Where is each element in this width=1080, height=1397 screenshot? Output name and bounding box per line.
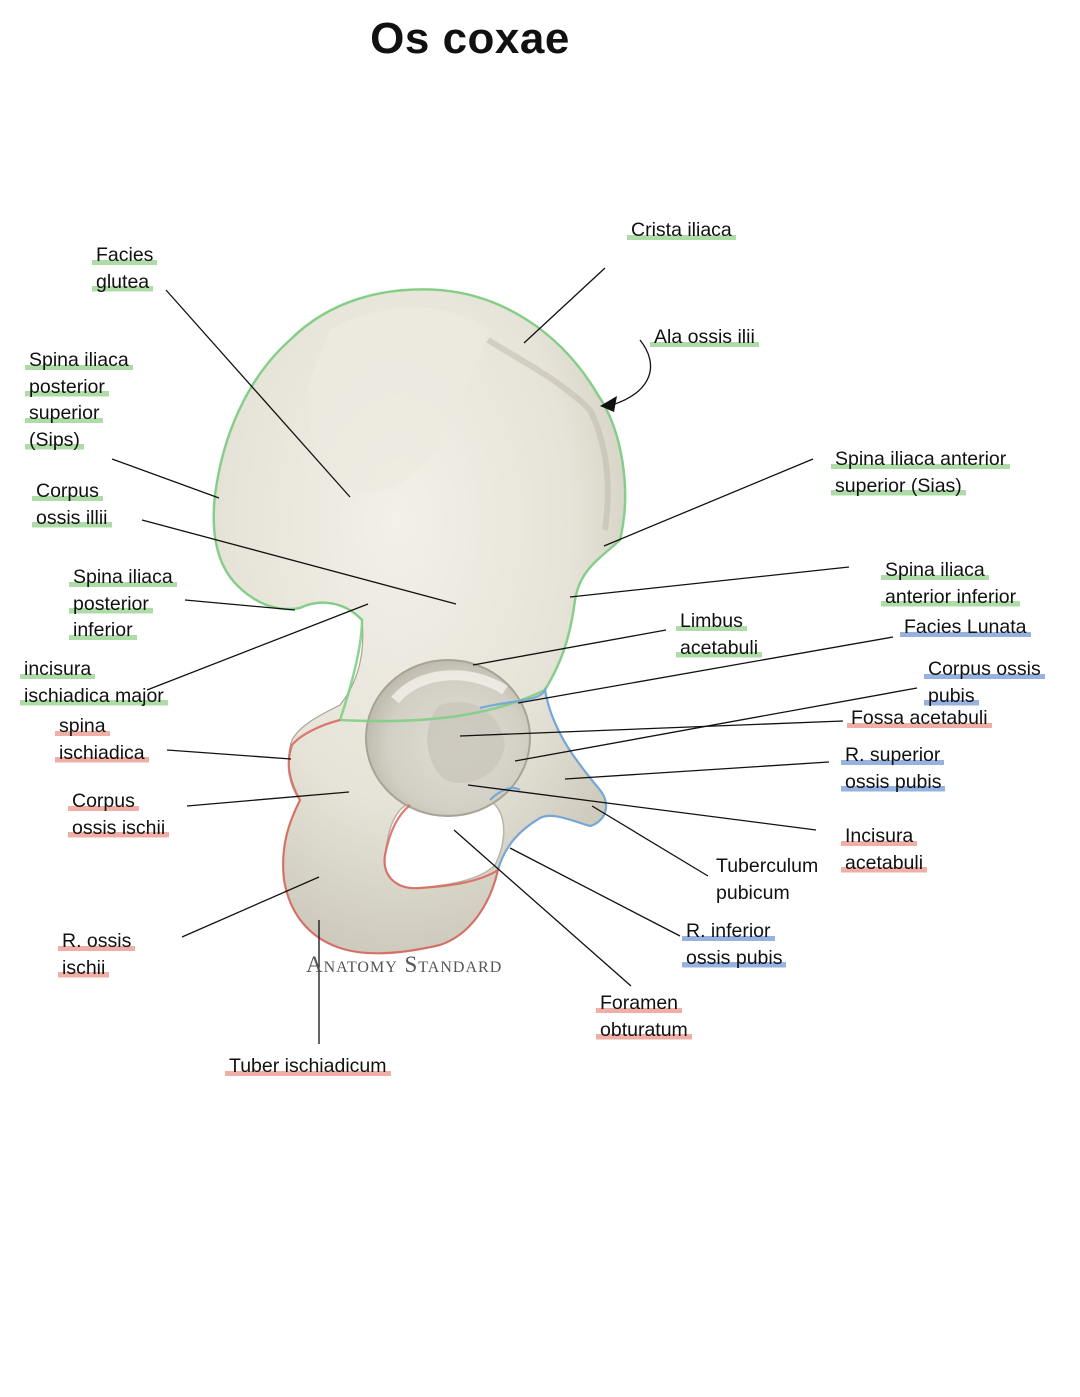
- label-facies-lunata: Facies Lunata: [900, 614, 1031, 641]
- label-line: Corpus: [32, 478, 103, 505]
- label-line: Crista iliaca: [627, 217, 736, 244]
- watermark-text: Anatomy Standard: [306, 952, 503, 977]
- ala-arrowhead-icon: [600, 396, 617, 412]
- label-line: posterior: [25, 373, 109, 400]
- label-line: R. inferior: [682, 918, 775, 945]
- label-line: superior: [25, 400, 104, 427]
- label-line: Corpus: [68, 788, 139, 815]
- label-line: R. ossis: [58, 928, 136, 955]
- label-line: pubicum: [716, 881, 790, 904]
- label-line: Spina iliaca anterior: [831, 446, 1011, 473]
- lunate-surface: [391, 670, 508, 704]
- label-ala-ossis-ilii: Ala ossis ilii: [650, 324, 759, 351]
- label-line: Limbus: [676, 608, 747, 635]
- label-line: ossis pubis: [682, 944, 787, 971]
- label-line: (Sips): [25, 426, 84, 453]
- label-line: inferior: [69, 617, 137, 644]
- label-line: superior (Sias): [831, 472, 966, 499]
- label-tuber-ischiadicum: Tuber ischiadicum: [225, 1053, 391, 1080]
- label-line: Incisura: [841, 823, 918, 850]
- label-line: ossis pubis: [841, 768, 946, 795]
- label-tuberculum-pubicum: Tuberculum pubicum: [716, 853, 822, 906]
- label-line: R. superior: [841, 742, 945, 769]
- label-line: Tuber ischiadicum: [225, 1053, 391, 1080]
- label-line: posterior: [69, 590, 153, 617]
- ilium-outline: [212, 288, 627, 723]
- label-line: ossis ischii: [68, 814, 170, 841]
- label-line: Facies Lunata: [900, 614, 1031, 641]
- label-line: ossis illii: [32, 504, 112, 531]
- label-line: ischiadica: [55, 739, 149, 766]
- label-line: anterior inferior: [881, 583, 1021, 610]
- iliac-crest-ridge: [486, 337, 611, 531]
- label-line: Spina iliaca: [25, 347, 133, 374]
- label-line: acetabuli: [841, 849, 928, 876]
- label-crista-iliaca: Crista iliaca: [627, 217, 736, 244]
- page-title: Os coxae: [370, 14, 570, 63]
- ischium-outline: [282, 718, 500, 955]
- label-line: Spina iliaca: [881, 557, 989, 584]
- leader-lines: [111, 267, 918, 1044]
- label-line: Ala ossis ilii: [650, 324, 759, 351]
- label-line: obturatum: [596, 1016, 692, 1043]
- label-line: Tuberculum: [716, 855, 819, 877]
- label-line: Fossa acetabuli: [847, 705, 992, 732]
- label-line: glutea: [92, 268, 154, 295]
- label-line: ischii: [58, 954, 110, 981]
- label-line: ischiadica major: [20, 682, 168, 709]
- label-line: spina: [55, 713, 110, 740]
- label-line: pubis: [924, 682, 979, 709]
- label-line: acetabuli: [676, 634, 763, 661]
- label-fossa-acetabuli: Fossa acetabuli: [847, 705, 992, 732]
- label-line: Corpus ossis: [924, 656, 1045, 683]
- label-line: Spina iliaca: [69, 564, 177, 591]
- label-line: Facies: [92, 242, 158, 269]
- label-line: incisura: [20, 656, 96, 683]
- label-line: Foramen: [596, 990, 683, 1017]
- iliac-surface-shading: [307, 307, 490, 493]
- acetabular-fossa: [427, 701, 505, 784]
